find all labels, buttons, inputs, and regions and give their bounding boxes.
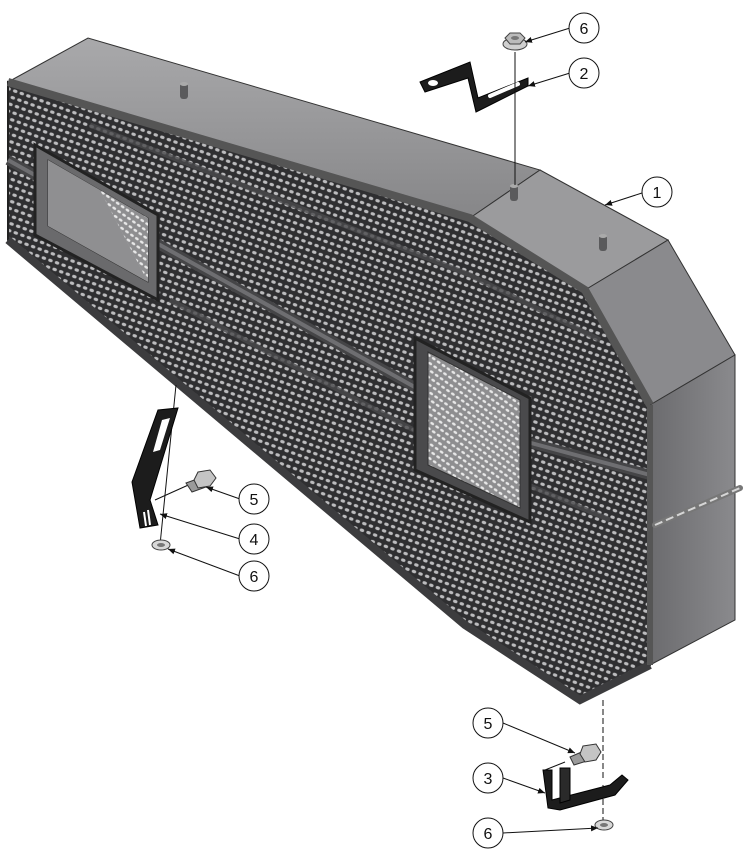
callout-balloon-6: 6 — [568, 12, 600, 44]
leader-line — [159, 513, 241, 540]
svg-text:3: 3 — [484, 771, 493, 788]
svg-text:5: 5 — [250, 492, 259, 509]
callout-balloon-3: 3 — [472, 762, 504, 794]
leader-line — [604, 192, 643, 206]
bottom-bolt-part-5 — [544, 743, 602, 771]
top-flange-nut-part-6 — [502, 32, 528, 51]
left-flange-nut-part-6 — [151, 539, 171, 551]
callout-balloon-2: 2 — [568, 57, 600, 89]
enclosure-part-1 — [5, 37, 743, 705]
svg-text:6: 6 — [580, 21, 589, 38]
callout-balloon-6: 6 — [238, 560, 270, 592]
callout-balloon-5: 5 — [238, 483, 270, 515]
leader-line — [167, 548, 241, 577]
leader-line — [502, 825, 599, 834]
leader-lines — [159, 27, 643, 834]
callout-balloon-4: 4 — [238, 523, 270, 555]
svg-text:2: 2 — [580, 66, 589, 83]
stud — [510, 184, 518, 201]
svg-text:6: 6 — [484, 826, 493, 843]
svg-text:5: 5 — [484, 716, 493, 733]
svg-text:1: 1 — [653, 185, 662, 202]
leader-line — [205, 486, 241, 500]
bottom-bracket-part-3 — [542, 767, 629, 811]
left-bolt-part-5 — [154, 469, 217, 501]
svg-text:4: 4 — [250, 532, 259, 549]
leader-line — [524, 27, 571, 43]
leader-line — [527, 72, 571, 87]
bottom-flange-nut-part-6 — [594, 819, 614, 831]
callout-balloon-1: 1 — [641, 176, 673, 208]
leader-line — [502, 722, 576, 754]
stud — [180, 82, 188, 99]
top-bracket-part-2 — [419, 61, 529, 113]
left-bracket-part-4 — [131, 407, 179, 529]
callout-balloon-5: 5 — [472, 707, 504, 739]
leader-line — [502, 777, 546, 794]
stud — [599, 234, 607, 251]
callout-balloon-6: 6 — [472, 817, 504, 849]
svg-text:6: 6 — [250, 569, 259, 586]
